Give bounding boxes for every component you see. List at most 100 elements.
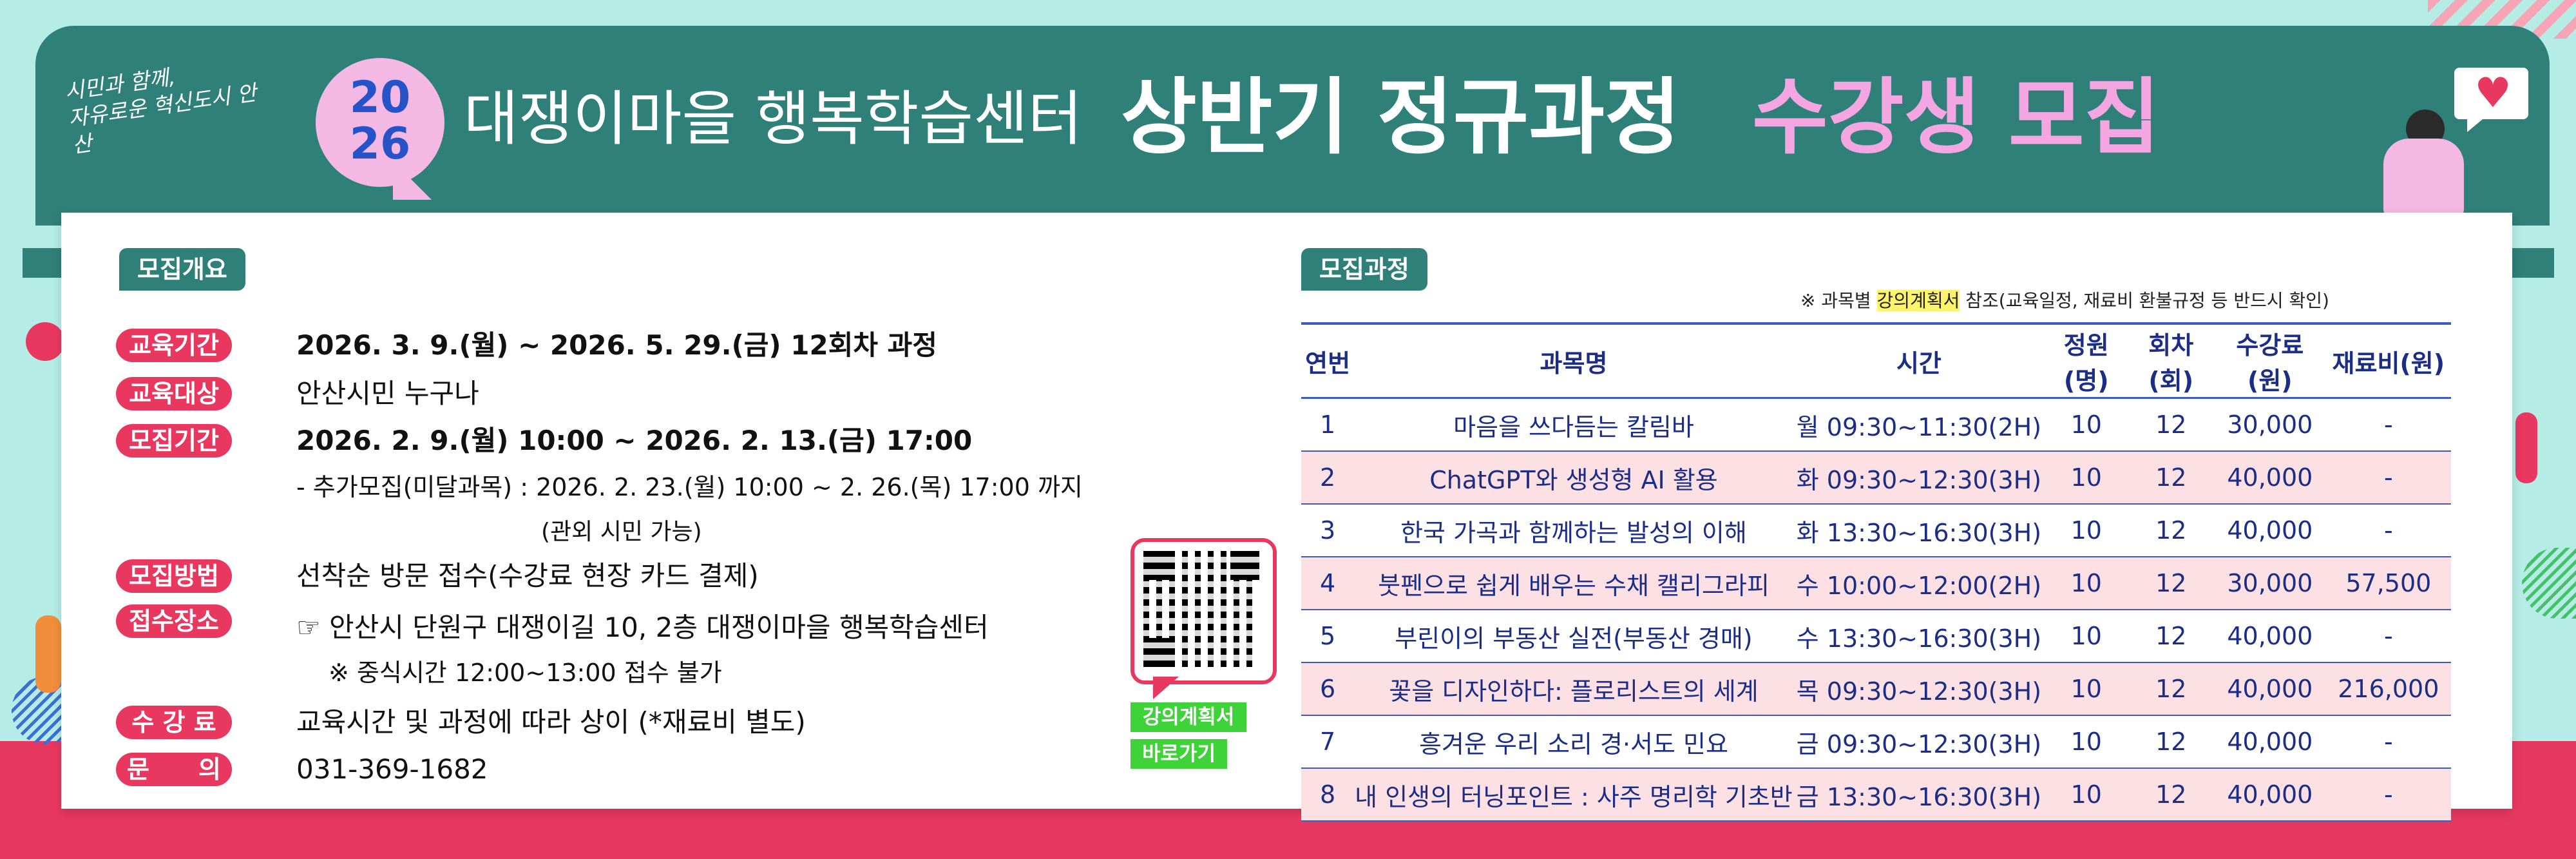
- cell-capacity: 10: [2045, 610, 2128, 663]
- cell-tuition: 30,000: [2214, 398, 2326, 452]
- value-place: ☞ 안산시 단원구 대쟁이길 10, 2층 대쟁이마을 행복학습센터: [296, 612, 989, 643]
- col-material: 재료비(원): [2325, 322, 2451, 399]
- table-header-row: 연번 과목명 시간 정원(명) 회차(회) 수강료(원) 재료비(원): [1301, 322, 2451, 399]
- pill-recruit-period: 모집기간: [116, 424, 232, 458]
- cell-material: -: [2325, 398, 2451, 452]
- cell-material: -: [2325, 768, 2451, 822]
- cell-tuition: 30,000: [2214, 557, 2326, 610]
- value-method: 선착순 방문 접수(수강료 현장 카드 결제): [296, 560, 759, 592]
- year-bottom: 26: [349, 119, 411, 169]
- person-body: [2383, 139, 2464, 216]
- person-figure-right: [2515, 412, 2537, 483]
- heart-icon: ♥: [2474, 70, 2512, 117]
- qr-label-go[interactable]: 바로가기: [1131, 739, 1227, 769]
- cell-capacity: 10: [2045, 557, 2128, 610]
- cell-course: 붓펜으로 쉽게 배우는 수채 캘리그라피: [1354, 557, 1793, 610]
- cell-no: 8: [1301, 768, 1355, 822]
- cell-time: 금 13:30~16:30(3H): [1793, 768, 2045, 822]
- extra-recruit: - 추가모집(미달과목) : 2026. 2. 23.(월) 10:00 ~ 2…: [296, 473, 1083, 501]
- qr-frame-tail: [1153, 677, 1179, 699]
- col-capacity: 정원(명): [2045, 322, 2128, 399]
- cell-no: 1: [1301, 398, 1355, 452]
- pill-fee: 수 강 료: [116, 706, 232, 739]
- pill-place: 접수장소: [116, 604, 232, 638]
- col-course: 과목명: [1354, 322, 1793, 399]
- col-tuition: 수강료(원): [2214, 322, 2326, 399]
- decorative-circle-right: [2522, 548, 2576, 619]
- lunch-note: ※ 중식시간 12:00~13:00 접수 불가: [329, 659, 722, 687]
- value-fee: 교육시간 및 과정에 따라 상이 (*재료비 별도): [296, 706, 806, 738]
- note-highlight: 강의계획서: [1876, 290, 1960, 311]
- pill-period: 교육기간: [116, 329, 232, 362]
- cell-capacity: 10: [2045, 398, 2128, 452]
- cell-sessions: 12: [2128, 557, 2215, 610]
- header-banner: [35, 26, 2550, 226]
- col-sessions: 회차(회): [2128, 322, 2215, 399]
- value-recruit-period: 2026. 2. 9.(월) 10:00 ~ 2026. 2. 13.(금) 1…: [296, 425, 973, 456]
- recruit-title: 수강생 모집: [1752, 70, 2161, 166]
- cell-time: 수 10:00~12:00(2H): [1793, 557, 2045, 610]
- extra-recruit-note: (관외 시민 가능): [541, 519, 702, 545]
- cell-no: 6: [1301, 662, 1355, 716]
- cell-tuition: 40,000: [2214, 610, 2326, 663]
- pill-target: 교육대상: [116, 377, 232, 410]
- center-name-title: 대쟁이마을 행복학습센터: [464, 84, 1083, 153]
- cell-no: 2: [1301, 451, 1355, 505]
- cell-time: 수 13:30~16:30(3H): [1793, 610, 2045, 663]
- cell-capacity: 10: [2045, 768, 2128, 822]
- courses-section-tag: 모집과정: [1301, 248, 1427, 291]
- cell-capacity: 10: [2045, 662, 2128, 716]
- cell-tuition: 40,000: [2214, 662, 2326, 716]
- cell-material: -: [2325, 504, 2451, 557]
- cell-course: 부린이의 부동산 실전(부동산 경매): [1354, 610, 1793, 663]
- cell-no: 7: [1301, 715, 1355, 769]
- year-bubble-tail: [393, 161, 432, 200]
- value-target: 안산시민 누구나: [296, 378, 479, 409]
- cell-material: -: [2325, 451, 2451, 505]
- cell-course: 한국 가곡과 함께하는 발성의 이해: [1354, 504, 1793, 557]
- cell-capacity: 10: [2045, 451, 2128, 505]
- note-suffix: 참조(교육일정, 재료비 환불규정 등 반드시 확인): [1960, 290, 2329, 311]
- cell-capacity: 10: [2045, 715, 2128, 769]
- value-contact: 031-369-1682: [296, 753, 488, 785]
- cell-course: 꽃을 디자인하다: 플로리스트의 세계: [1354, 662, 1793, 716]
- pill-contact: 문 의: [116, 753, 232, 786]
- person-figure-left: [35, 615, 61, 693]
- cell-course: 흥겨운 우리 소리 경·서도 민요: [1354, 715, 1793, 769]
- overview-section-tag: 모집개요: [119, 248, 245, 291]
- cell-time: 월 09:30~11:30(2H): [1793, 398, 2045, 452]
- cell-tuition: 40,000: [2214, 715, 2326, 769]
- cell-no: 3: [1301, 504, 1355, 557]
- cell-course: 내 인생의 터닝포인트 : 사주 명리학 기초반: [1354, 768, 1793, 822]
- cell-sessions: 12: [2128, 715, 2215, 769]
- pill-method: 모집방법: [116, 559, 232, 593]
- cell-no: 5: [1301, 610, 1355, 663]
- cell-material: 216,000: [2325, 662, 2451, 716]
- qr-code-icon[interactable]: [1143, 551, 1259, 667]
- cell-time: 금 09:30~12:30(3H): [1793, 715, 2045, 769]
- speech-bubble-tail: [2467, 116, 2486, 132]
- qr-label-plan[interactable]: 강의계획서: [1131, 702, 1246, 732]
- cell-capacity: 10: [2045, 504, 2128, 557]
- cell-tuition: 40,000: [2214, 504, 2326, 557]
- year-top: 20: [349, 72, 411, 123]
- cell-tuition: 40,000: [2214, 451, 2326, 505]
- cell-sessions: 12: [2128, 610, 2215, 663]
- cell-course: ChatGPT와 생성형 AI 활용: [1354, 451, 1793, 505]
- cell-material: -: [2325, 715, 2451, 769]
- cell-sessions: 12: [2128, 398, 2215, 452]
- cell-time: 목 09:30~12:30(3H): [1793, 662, 2045, 716]
- course-term-title: 상반기 정규과정: [1121, 70, 1681, 166]
- cell-sessions: 12: [2128, 504, 2215, 557]
- cell-sessions: 12: [2128, 451, 2215, 505]
- value-period: 2026. 3. 9.(월) ~ 2026. 5. 29.(금) 12회차 과정: [296, 329, 937, 361]
- person-figure-left-top: [26, 322, 64, 361]
